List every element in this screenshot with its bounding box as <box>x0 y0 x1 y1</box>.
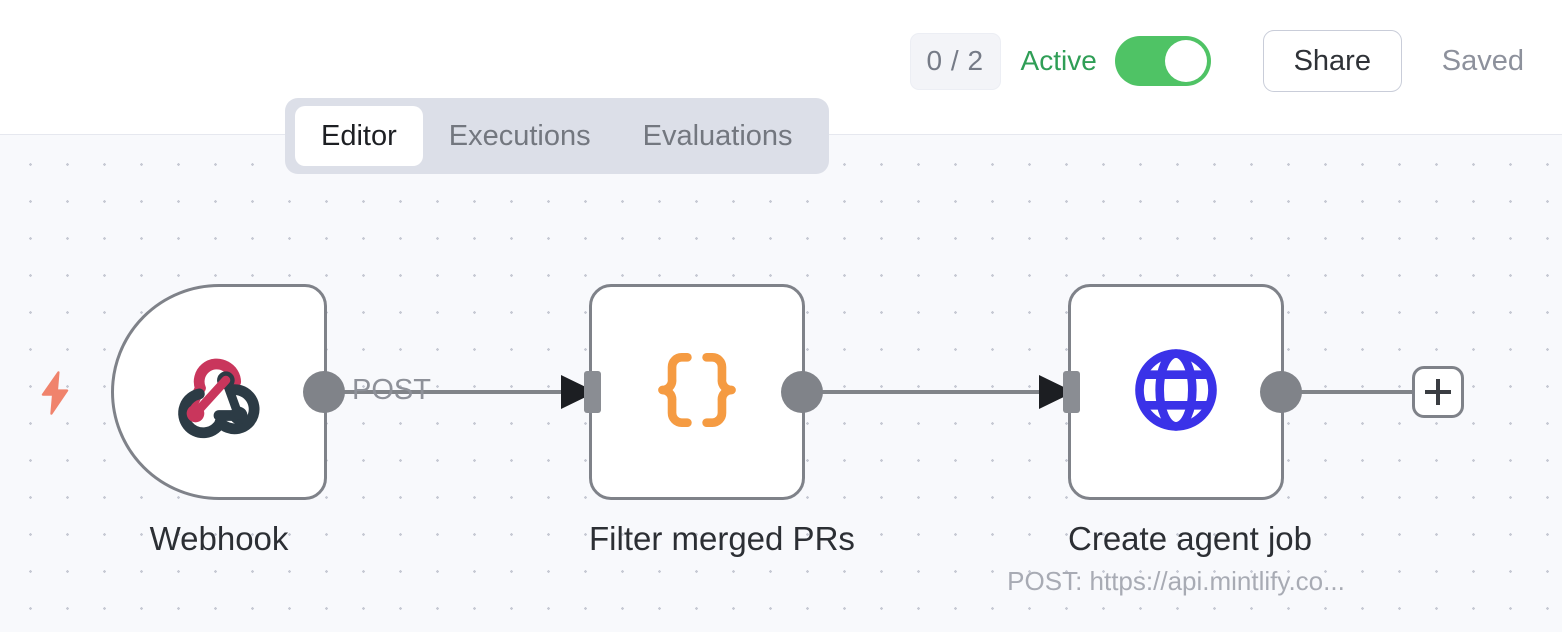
tab-evaluations[interactable]: Evaluations <box>617 106 819 166</box>
run-count-badge: 0 / 2 <box>909 32 1001 90</box>
add-node-button[interactable] <box>1412 366 1464 418</box>
node-create-agent-job[interactable]: Create agent job POST: https://api.mintl… <box>1007 284 1386 597</box>
share-button[interactable]: Share <box>1262 30 1402 92</box>
plus-icon <box>1425 379 1451 405</box>
edge-label-post: POST <box>352 374 431 406</box>
curly-braces-icon <box>649 342 745 443</box>
webhook-icon <box>170 341 268 444</box>
filter-input-handle[interactable] <box>584 371 601 413</box>
tab-editor[interactable]: Editor <box>295 106 423 166</box>
active-status-label: Active <box>1020 45 1097 76</box>
tab-executions-label: Executions <box>448 119 591 152</box>
node-filter-box[interactable] <box>584 284 823 500</box>
node-webhook-box[interactable] <box>111 284 345 500</box>
node-filter-merged-prs[interactable]: Filter merged PRs <box>584 284 855 558</box>
run-count-text: 0 / 2 <box>926 45 984 76</box>
node-webhook[interactable]: Webhook <box>111 284 345 558</box>
tab-editor-label: Editor <box>321 119 397 152</box>
filter-output-handle[interactable] <box>781 371 823 413</box>
trigger-bolt-icon <box>38 371 72 415</box>
webhook-output-handle[interactable] <box>303 371 345 413</box>
view-tabs: Editor Executions Evaluations <box>285 98 829 174</box>
active-toggle[interactable] <box>1114 36 1211 86</box>
node-filter-label: Filter merged PRs <box>589 520 855 557</box>
nodes-layer: Webhook Filter merged PRs <box>0 135 1562 632</box>
node-create-label: Create agent job <box>1068 520 1313 557</box>
header-actions: 0 / 2 Active Share Saved <box>909 28 1524 94</box>
node-create-sublabel: POST: https://api.mintlify.co... <box>1007 566 1345 596</box>
create-output-handle[interactable] <box>1260 371 1302 413</box>
node-webhook-label: Webhook <box>149 520 289 557</box>
globe-icon <box>1128 342 1224 443</box>
create-input-handle[interactable] <box>1063 371 1080 413</box>
toggle-knob <box>1164 40 1207 82</box>
tab-executions[interactable]: Executions <box>423 106 617 166</box>
tab-evaluations-label: Evaluations <box>642 119 793 152</box>
workflow-canvas[interactable]: POST <box>0 135 1562 632</box>
node-create-box[interactable] <box>1063 284 1302 500</box>
share-button-label: Share <box>1293 44 1371 77</box>
saved-status-label: Saved <box>1441 44 1524 77</box>
